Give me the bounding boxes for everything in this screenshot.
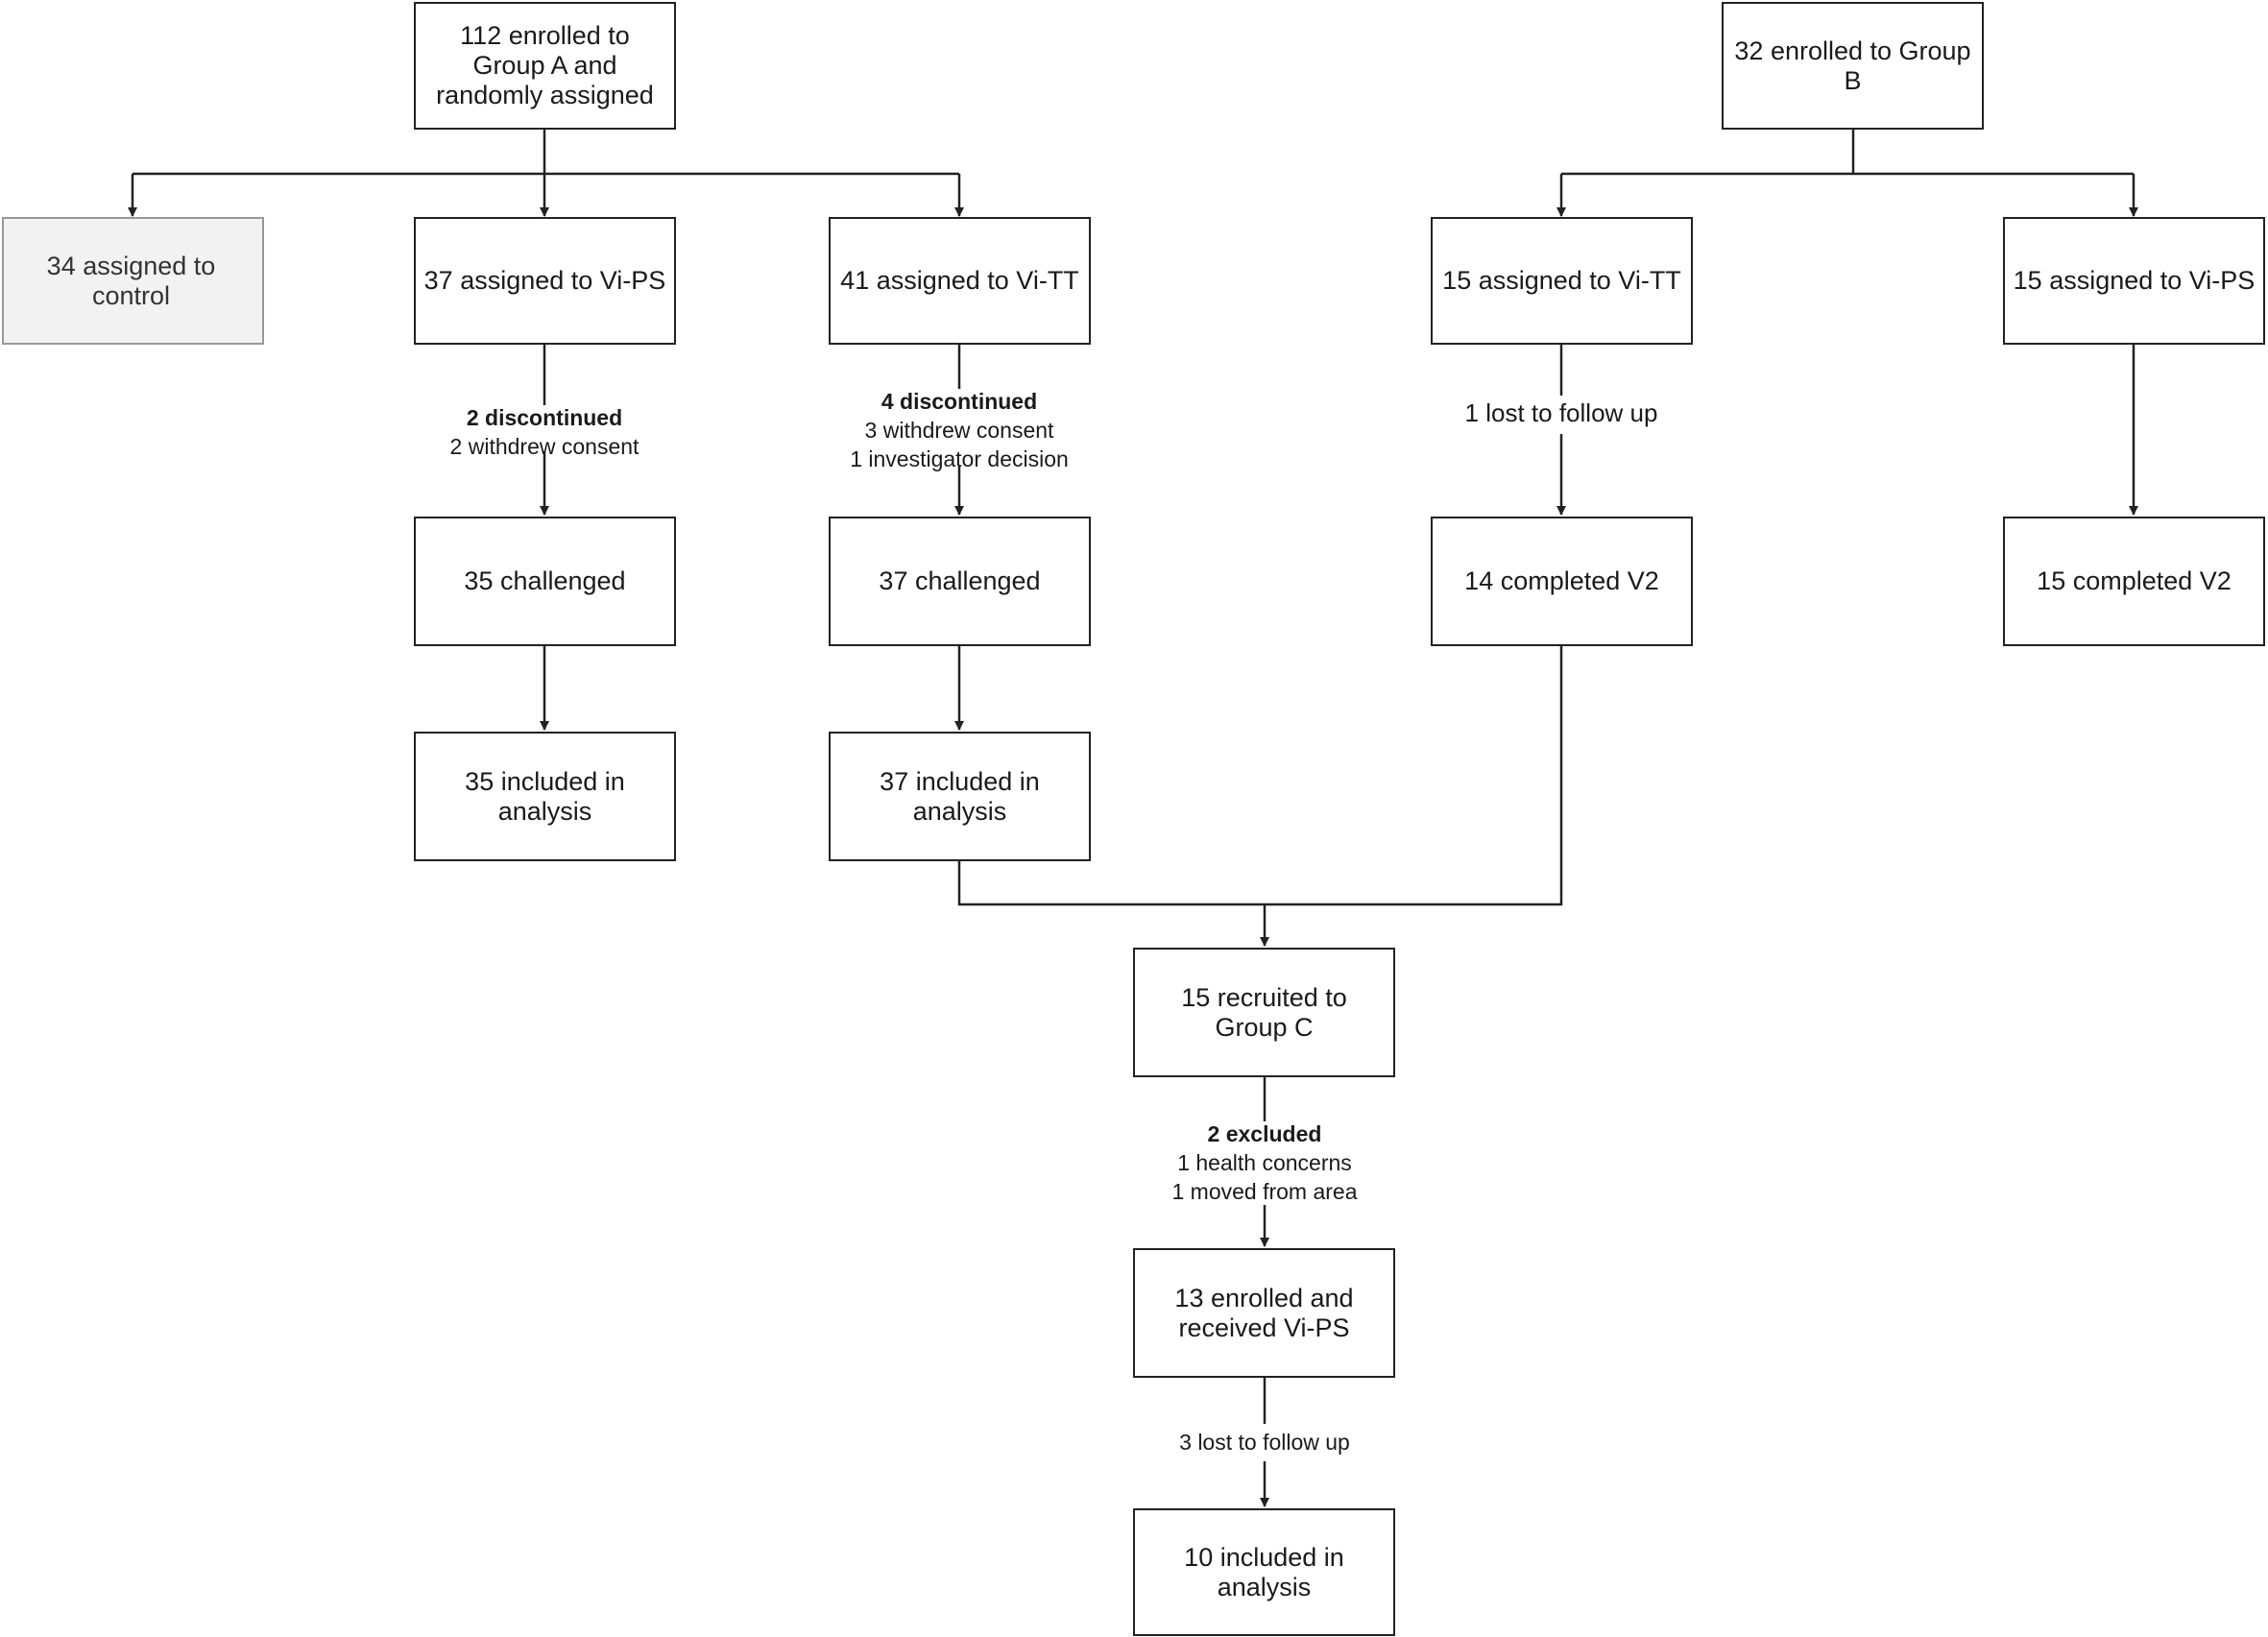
- note-line: 2 withdrew consent: [449, 434, 639, 459]
- a-vips-discontinued-note: 2 discontinued 2 withdrew consent: [450, 403, 639, 461]
- note-title: 2 excluded: [1207, 1121, 1322, 1146]
- b-vitt-box: 15 assigned to Vi-TT: [1431, 217, 1693, 345]
- a-vips-challenged-box: 35 challenged: [414, 517, 676, 646]
- note-line: 1 moved from area: [1171, 1179, 1358, 1204]
- c-enrolled-box: 13 enrolled and received Vi-PS: [1133, 1248, 1395, 1378]
- b-lost-note: 1 lost to follow up: [1464, 398, 1658, 427]
- a-vitt-discontinued-note: 4 discontinued 3 withdrew consent 1 inve…: [850, 387, 1069, 473]
- note-line: 1 health concerns: [1177, 1150, 1352, 1175]
- note-title: 4 discontinued: [881, 389, 1038, 414]
- b-vitt-completed-box: 14 completed V2: [1431, 517, 1693, 646]
- group-b-box: 32 enrolled to Group B: [1722, 2, 1984, 130]
- b-vips-completed-box: 15 completed V2: [2003, 517, 2265, 646]
- group-a-box: 112 enrolled to Group A and randomly ass…: [414, 2, 676, 130]
- note-line: 1 investigator decision: [850, 446, 1069, 471]
- a-vitt-included-box: 37 included in analysis: [829, 732, 1091, 861]
- a-vitt-box: 41 assigned to Vi-TT: [829, 217, 1091, 345]
- c-lost-note: 3 lost to follow up: [1179, 1430, 1350, 1455]
- note-line: 3 withdrew consent: [864, 418, 1054, 443]
- a-vips-box: 37 assigned to Vi-PS: [414, 217, 676, 345]
- control-box: 34 assigned to control: [2, 217, 264, 345]
- c-included-box: 10 included in analysis: [1133, 1508, 1395, 1636]
- a-vips-included-box: 35 included in analysis: [414, 732, 676, 861]
- edge-merge: [957, 645, 1563, 906]
- c-excluded-note: 2 excluded 1 health concerns 1 moved fro…: [1171, 1119, 1357, 1206]
- a-vitt-challenged-box: 37 challenged: [829, 517, 1091, 646]
- b-vips-box: 15 assigned to Vi-PS: [2003, 217, 2265, 345]
- group-c-box: 15 recruited to Group C: [1133, 948, 1395, 1077]
- note-title: 2 discontinued: [466, 405, 623, 430]
